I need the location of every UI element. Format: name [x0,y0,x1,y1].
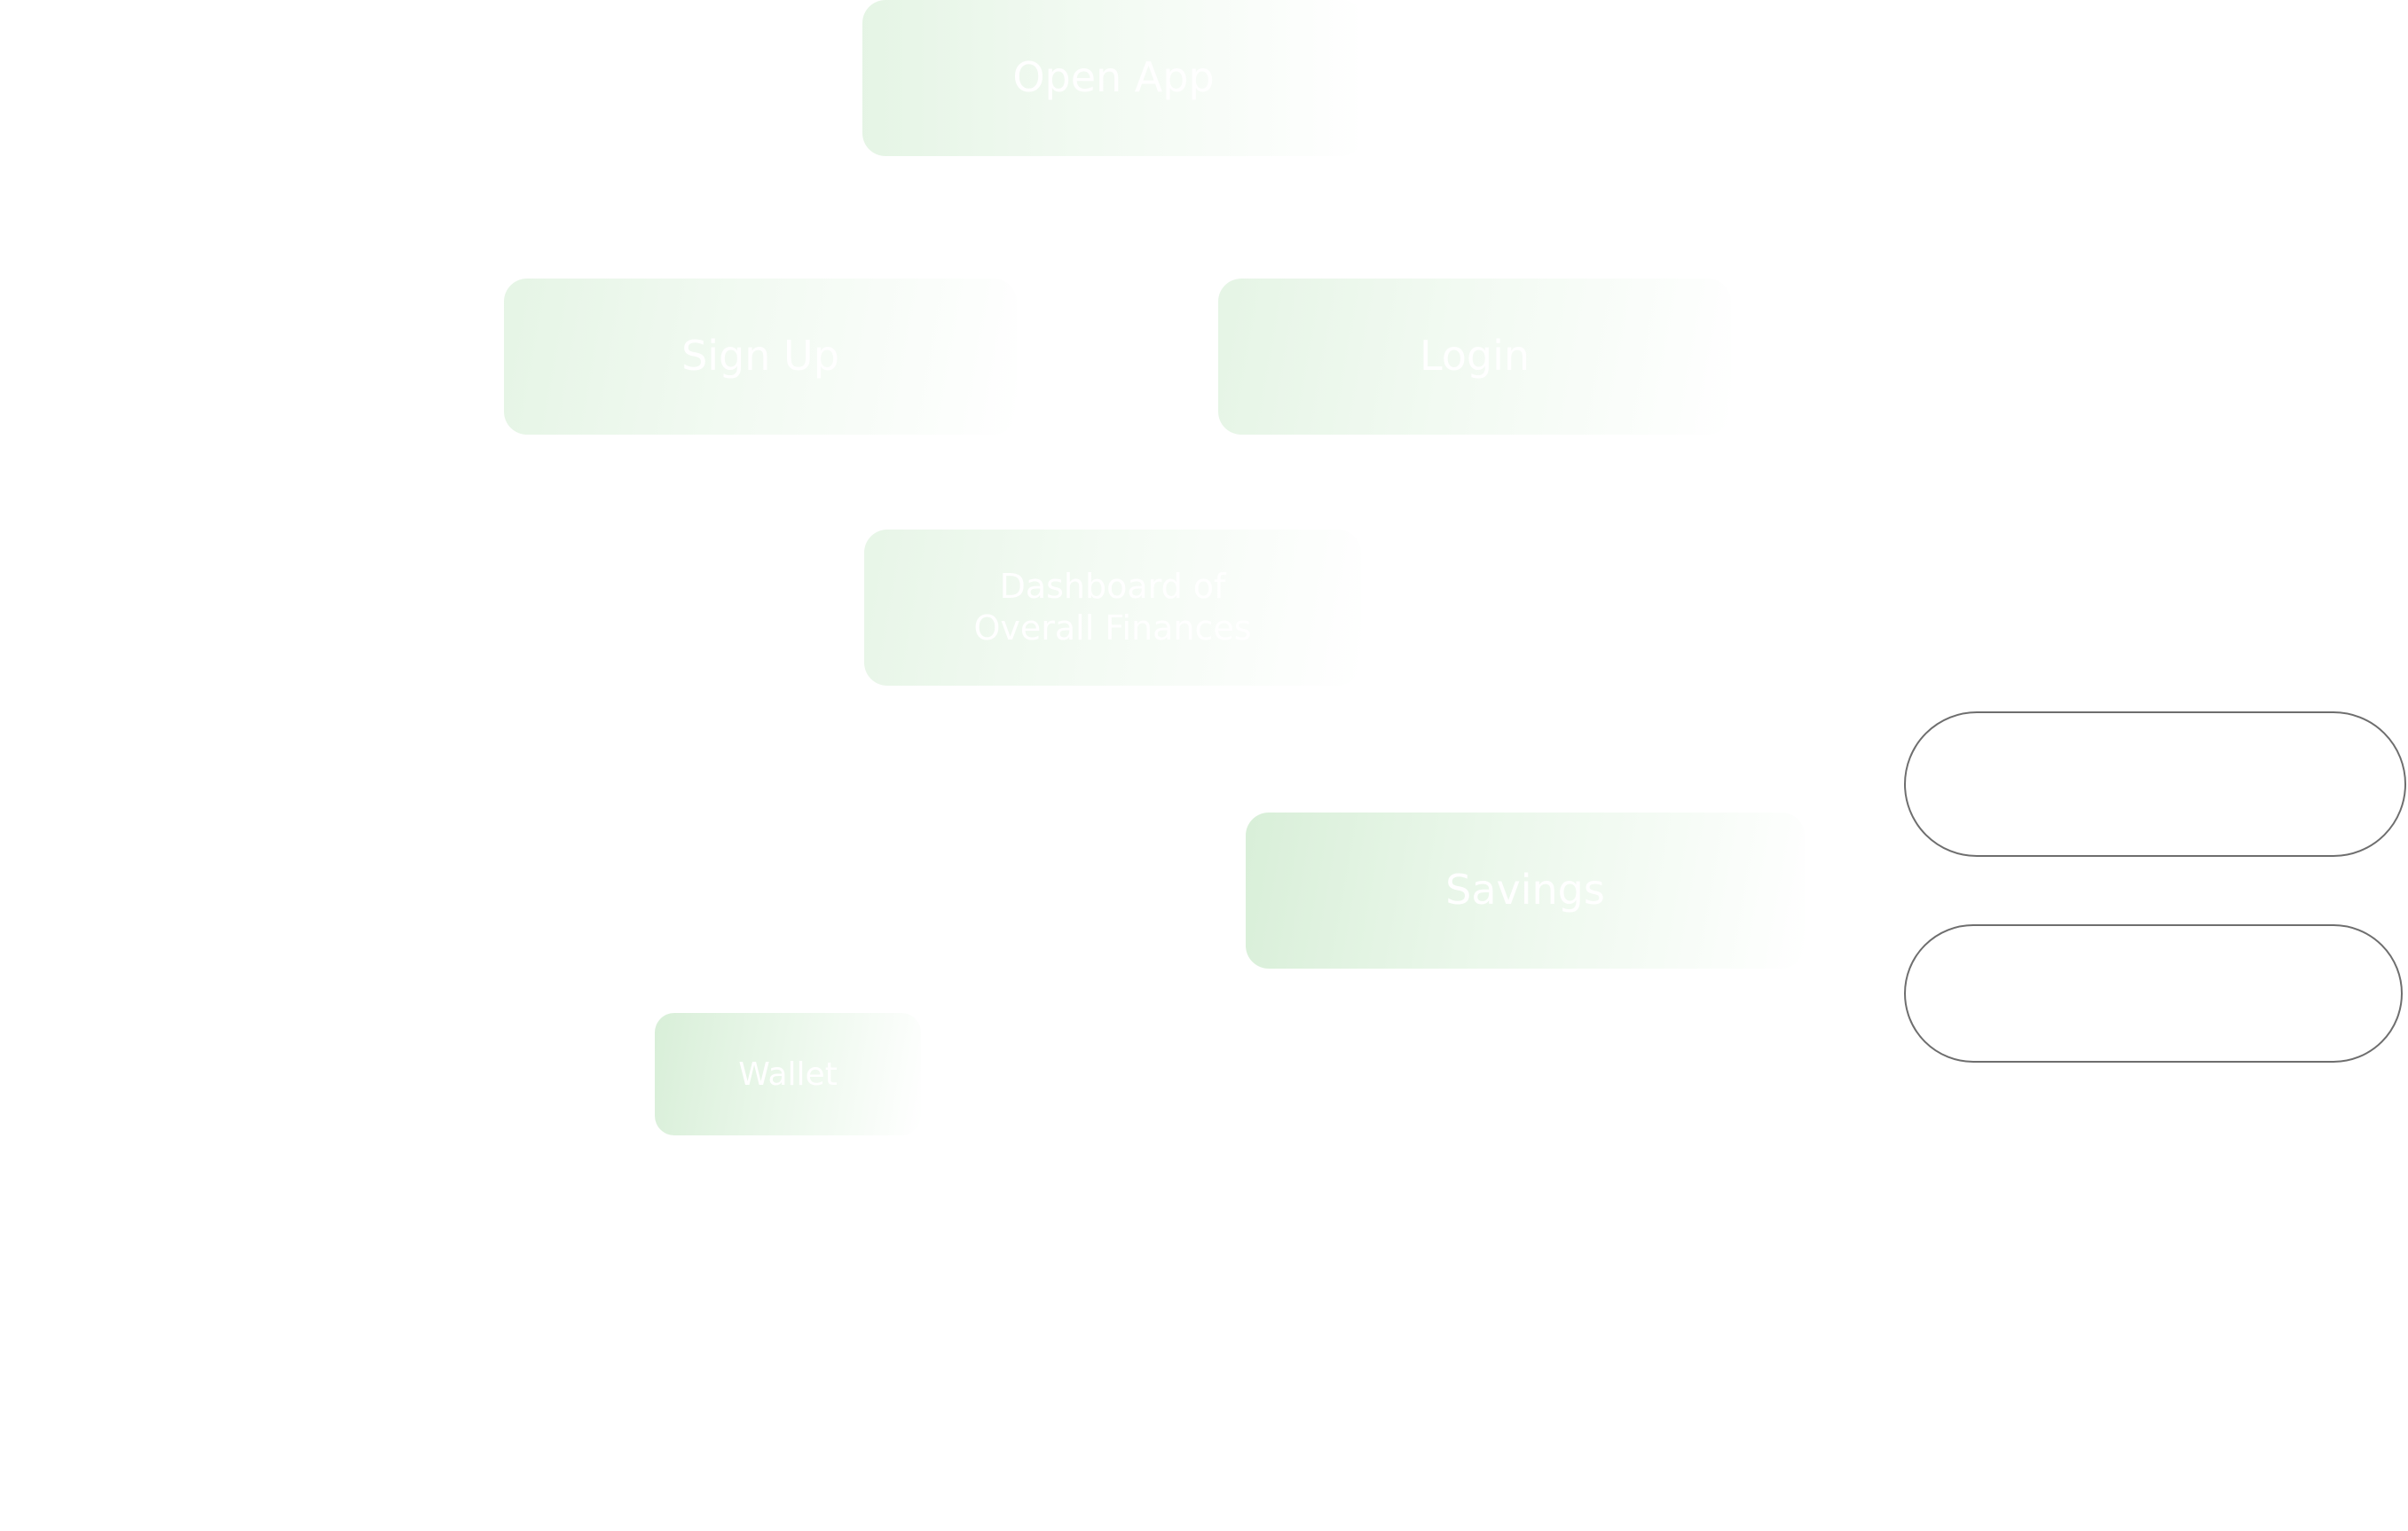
wallet-label: Wallet [738,1056,838,1093]
sign-up-node[interactable]: Sign Up [504,279,1017,435]
open-app-node[interactable]: Open App [862,0,1365,156]
savings-node[interactable]: Savings [1246,813,1805,969]
dashboard-node[interactable]: Dashboard of Overall Finances [864,530,1361,686]
sign-up-label: Sign Up [681,332,839,381]
dashboard-label: Dashboard of Overall Finances [973,566,1252,648]
pill-top[interactable] [1904,711,2406,857]
login-node[interactable]: Login [1218,279,1731,435]
open-app-label: Open App [1012,53,1215,102]
pill-bottom[interactable] [1904,924,2403,1063]
savings-label: Savings [1445,866,1605,915]
wallet-node[interactable]: Wallet [655,1013,921,1135]
login-label: Login [1419,332,1531,381]
